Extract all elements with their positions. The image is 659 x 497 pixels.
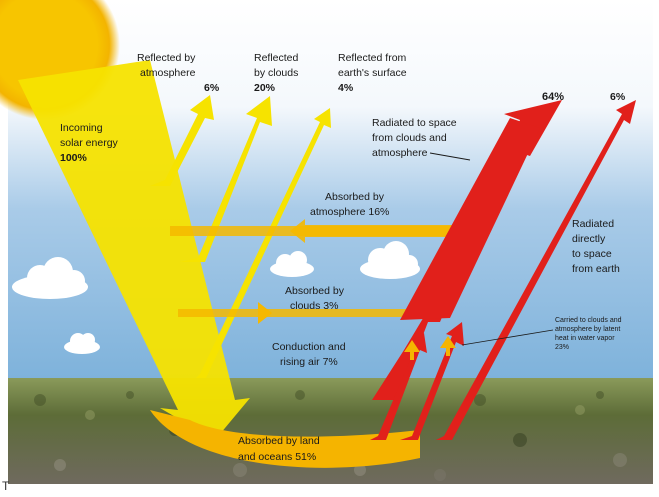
radiated-clouds-arrow [372,100,562,400]
reflected-clouds-label-2: by clouds [254,67,298,79]
absorbed-land-label-2: and oceans 51% [238,451,316,463]
reflected-clouds-arrow [180,96,272,262]
absorbed-atmosphere-label-2: atmosphere 16% [310,206,389,218]
incoming-label-1: Incoming [60,122,103,134]
incoming-label-2: solar energy [60,137,119,149]
radiated-clouds-label-1: Radiated to space [372,117,457,129]
radiated-clouds-value: 64% [542,91,564,103]
radiated-clouds-label-2: from clouds and [372,132,447,144]
radiated-direct-label-4: from earth [572,263,620,275]
reflected-surface-label-3: 4% [338,82,354,94]
radiated-direct-label-1: Radiated [572,218,614,230]
radiated-direct-value: 6% [610,91,626,103]
radiated-clouds-body [400,118,540,320]
reflected-atmosphere-label-2: atmosphere [140,67,196,79]
reflected-atmosphere-arrow [150,95,214,186]
reflected-clouds-label-3: 20% [254,82,276,94]
latent-heat-small-arrow [440,336,456,356]
corner-mark: T [2,479,10,492]
conduction-heat-arrow [404,340,420,360]
ground-texture [34,390,627,481]
latent-heat-label-2: atmosphere by latent [555,326,620,333]
absorbed-clouds-bar [178,309,420,317]
conduction-label-1: Conduction and [272,341,346,353]
absorbed-land-band [150,410,420,468]
reflected-atmosphere-label-1: Reflected by [137,52,196,64]
reflected-surface-label-1: Reflected from [338,52,407,64]
incoming-solar-arrow [18,60,250,440]
latent-heat-label-3: heat in water vapor [555,335,615,342]
reflected-atmosphere-label-3: 6% [204,82,220,94]
reflected-surface-label-2: earth's surface [338,67,407,79]
absorbed-atmosphere-label-1: Absorbed by [325,191,385,203]
cloud-small-left [64,333,100,354]
absorbed-clouds-label-2: clouds 3% [290,300,338,312]
radiated-direct-label-2: directly [572,233,606,245]
radiated-direct-arrow [436,100,636,440]
ground [8,378,653,484]
incoming-label-3: 100% [60,152,88,164]
cloud-middle [270,251,314,277]
cloud-left [12,257,88,299]
absorbed-clouds-label-1: Absorbed by [285,285,345,297]
radiated-direct-label-3: to space [572,248,612,260]
latent-heat-pointer [461,329,554,346]
absorbed-clouds-head [258,302,272,324]
absorbed-land-label-1: Absorbed by land [238,435,320,447]
conduction-label-2: rising air 7% [280,356,338,368]
reflected-clouds-label-1: Reflected [254,52,299,64]
reflected-surface-arrow [196,108,331,378]
cloud-right [360,241,420,279]
absorbed-atmosphere-bar [170,226,460,236]
latent-heat-label-4: 23% [555,344,569,351]
radiated-clouds-label-3: atmosphere [372,147,428,159]
radiated-clouds-pointer [429,152,471,161]
latent-heat-label-1: Carried to clouds and [555,317,622,324]
